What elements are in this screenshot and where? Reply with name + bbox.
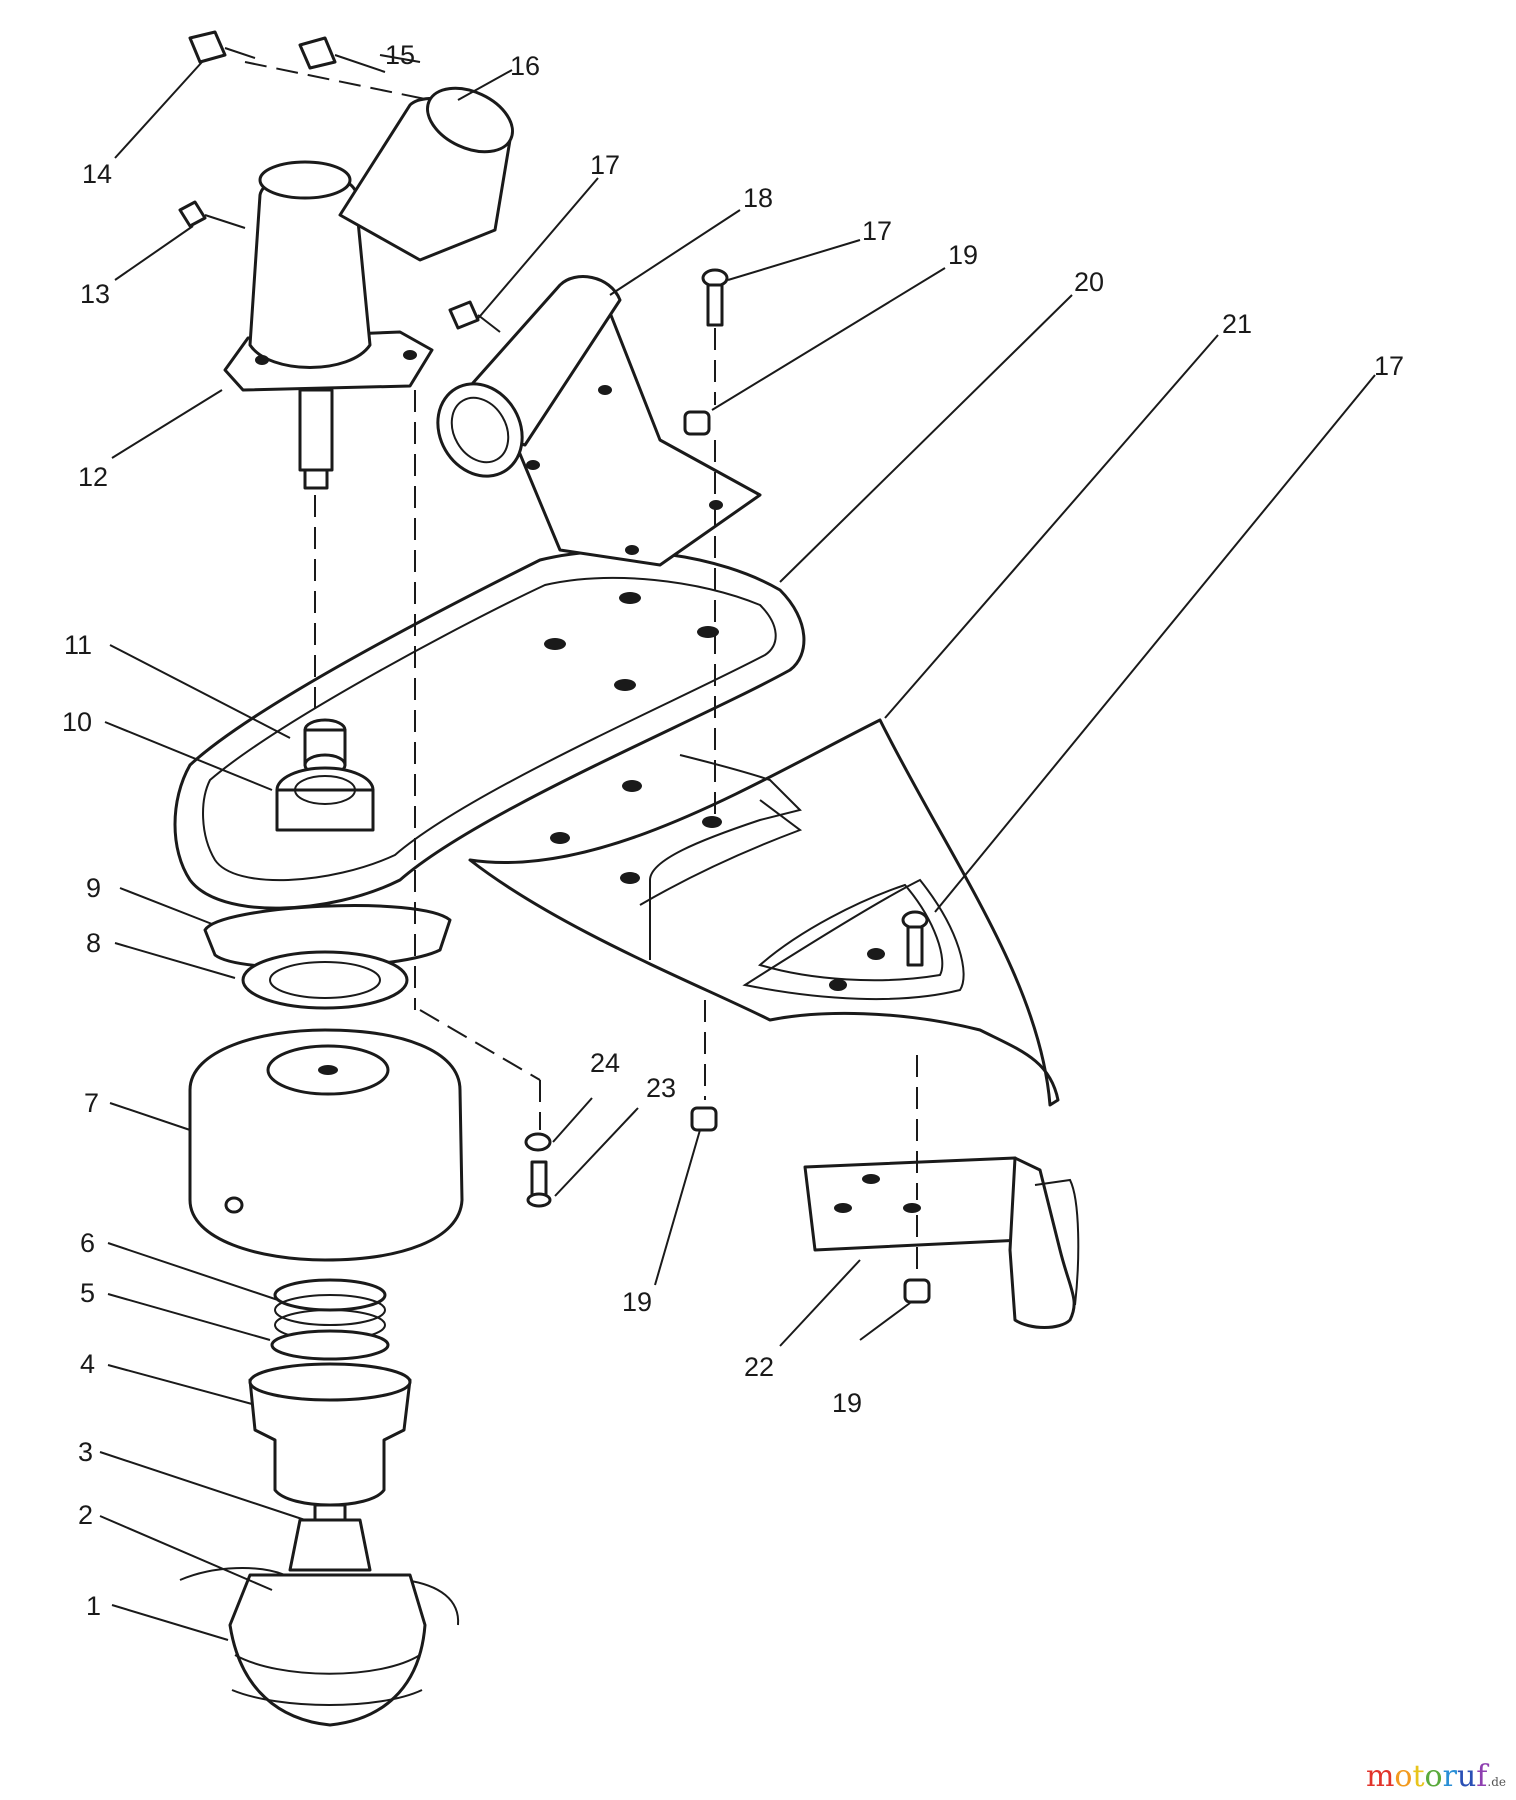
gear-head xyxy=(223,86,514,490)
callout-12: 12 xyxy=(78,462,108,492)
lower-bracket xyxy=(803,1156,1080,1329)
nut-19-mid xyxy=(690,1106,718,1132)
spring-washer-stack xyxy=(270,1278,390,1361)
watermark-tld: .de xyxy=(1487,1775,1506,1789)
callout-labels: 1 2 3 4 5 6 7 8 9 10 11 12 13 14 15 16 1… xyxy=(62,40,1404,1621)
callout-22: 22 xyxy=(744,1352,774,1382)
watermark-letter: m xyxy=(1365,1759,1395,1794)
motoruf-watermark-logo: motoruf.de xyxy=(1366,1759,1506,1794)
callout-21: 21 xyxy=(1222,309,1252,339)
watermark-letter: r xyxy=(1442,1759,1457,1794)
trimmer-spool xyxy=(179,1518,460,1727)
screw-13 xyxy=(178,200,246,229)
callout-17-left: 17 xyxy=(590,150,620,180)
nut-19-bracket xyxy=(903,1278,931,1304)
callout-19-mid: 19 xyxy=(622,1287,652,1317)
callout-16: 16 xyxy=(510,51,540,81)
callout-2: 2 xyxy=(78,1500,93,1530)
callout-23: 23 xyxy=(646,1073,676,1103)
screw-17-guard xyxy=(901,910,929,967)
screw-17-left xyxy=(448,300,501,333)
callout-19-bracket: 19 xyxy=(832,1388,862,1418)
watermark-letter: f xyxy=(1476,1759,1488,1794)
callout-24: 24 xyxy=(590,1048,620,1078)
callout-11: 11 xyxy=(64,630,92,660)
screw-17-top xyxy=(701,268,729,327)
watermark-letter: o xyxy=(1424,1759,1443,1794)
spindle-assembly xyxy=(203,718,452,1010)
screw-14 xyxy=(188,30,256,64)
callout-13: 13 xyxy=(80,279,110,309)
watermark-letter: u xyxy=(1456,1759,1477,1794)
callout-7: 7 xyxy=(84,1088,99,1118)
washer-24 xyxy=(524,1132,552,1152)
callout-5: 5 xyxy=(80,1278,95,1308)
callout-leaders xyxy=(99,54,1376,1641)
callout-9: 9 xyxy=(86,873,101,903)
callout-1: 1 xyxy=(86,1591,101,1621)
nut-19-top xyxy=(683,410,711,436)
screw-23 xyxy=(526,1160,552,1208)
line-hub xyxy=(248,1362,412,1532)
callout-19-top: 19 xyxy=(948,240,978,270)
callout-8: 8 xyxy=(86,928,101,958)
callout-6: 6 xyxy=(80,1228,95,1258)
callout-10: 10 xyxy=(62,707,92,737)
watermark-letter: t xyxy=(1412,1759,1425,1794)
watermark-letter: o xyxy=(1394,1759,1413,1794)
tube-bracket xyxy=(436,275,762,567)
callout-17-guard: 17 xyxy=(1374,351,1404,381)
callout-15: 15 xyxy=(385,40,415,70)
callout-4: 4 xyxy=(80,1349,95,1379)
callout-20: 20 xyxy=(1074,267,1104,297)
drive-housing xyxy=(188,1028,464,1262)
callout-3: 3 xyxy=(78,1437,93,1467)
screw-15 xyxy=(298,36,386,73)
assembly-center-lines xyxy=(244,61,918,1275)
callout-18: 18 xyxy=(743,183,773,213)
callout-14: 14 xyxy=(82,159,112,189)
callout-17-top: 17 xyxy=(862,216,892,246)
trimmer-guard-shield xyxy=(468,718,1060,1107)
